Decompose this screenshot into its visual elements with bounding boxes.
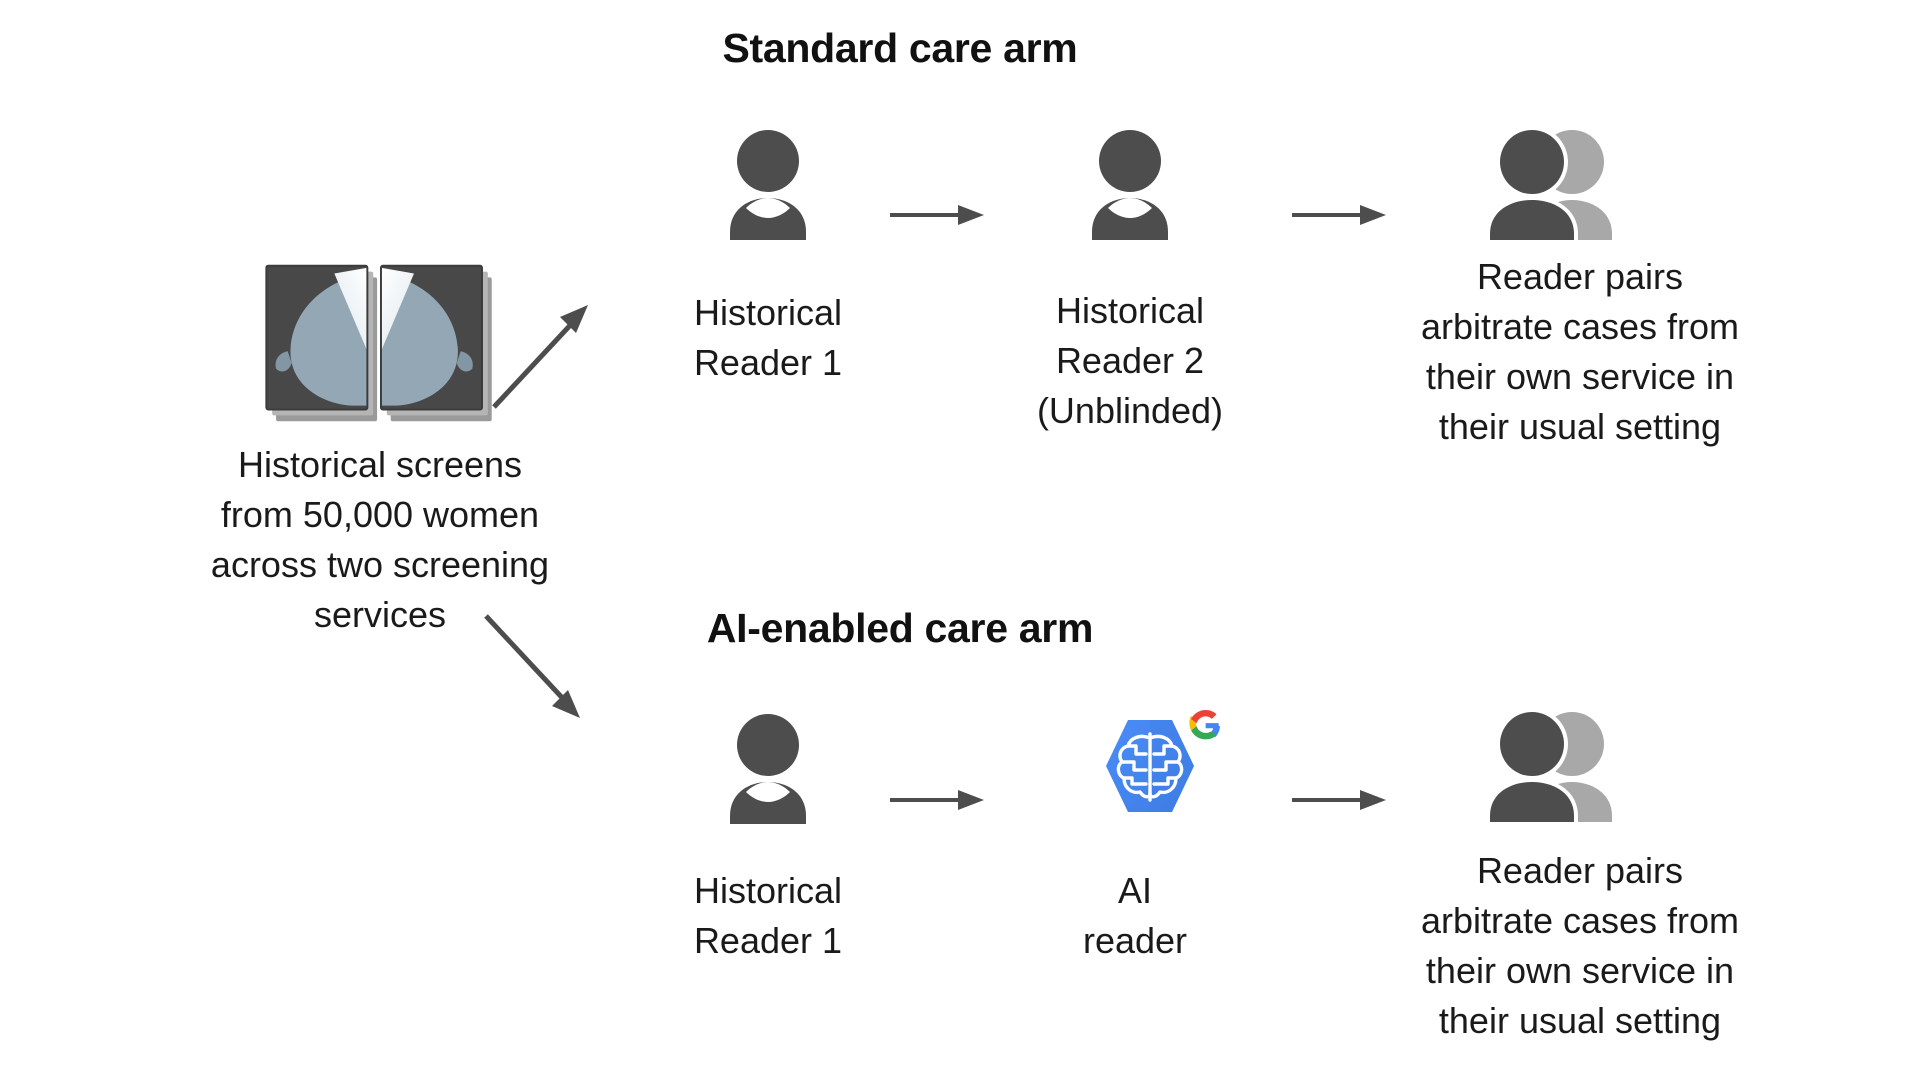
arrow-right-svg bbox=[890, 205, 984, 225]
ai-step-3-line-4: their usual setting bbox=[1438, 1000, 1722, 1041]
ai-step-2-google-ai-hexagon-icon bbox=[1068, 708, 1248, 828]
standard-step-2-person-icon bbox=[1078, 128, 1182, 240]
person-icon-svg bbox=[730, 714, 806, 824]
arrow-right-svg bbox=[1292, 205, 1386, 225]
standard-step-2-line-3: (Unblinded) bbox=[1036, 390, 1224, 431]
standard-step-1-label: Historical Reader 1 bbox=[578, 288, 958, 388]
arrow-down-right-svg bbox=[484, 614, 580, 718]
ai-step-3-two-people-icon bbox=[1480, 708, 1624, 827]
standard-arrow-2-icon bbox=[1290, 200, 1388, 230]
standard-step-1-line-2: Reader 1 bbox=[693, 342, 843, 383]
ai-step-2-line-2: reader bbox=[1082, 920, 1188, 961]
arrow-up-right-svg bbox=[492, 305, 588, 409]
ai-arm-title: AI-enabled care arm bbox=[706, 605, 1094, 651]
standard-step-3-two-people-icon bbox=[1480, 126, 1624, 245]
arrow-to-ai-arm-icon bbox=[480, 608, 590, 728]
standard-step-1-person-icon bbox=[716, 128, 820, 240]
ai-step-2-label: AI reader bbox=[945, 866, 1325, 966]
ai-step-3-line-3: their own service in bbox=[1425, 950, 1735, 991]
person-icon-svg bbox=[1092, 130, 1168, 240]
ai-step-3-line-2: arbitrate cases from bbox=[1420, 900, 1740, 941]
standard-step-3-line-2: arbitrate cases from bbox=[1420, 306, 1740, 347]
mammogram-stack-icon bbox=[255, 258, 505, 433]
standard-arm-title: Standard care arm bbox=[722, 25, 1078, 71]
ai-step-1-person-icon bbox=[716, 712, 820, 824]
source-caption-line-3: across two screening bbox=[210, 544, 550, 585]
person-icon-svg bbox=[730, 130, 806, 240]
mammogram-stack-svg bbox=[265, 264, 492, 422]
standard-step-3-label: Reader pairs arbitrate cases from their … bbox=[1330, 252, 1830, 452]
standard-step-3-line-1: Reader pairs bbox=[1476, 256, 1684, 297]
standard-step-2-line-1: Historical bbox=[1055, 290, 1205, 331]
source-caption-line-1: Historical screens bbox=[237, 444, 523, 485]
standard-step-2-line-2: Reader 2 bbox=[1055, 340, 1205, 381]
ai-step-3-line-1: Reader pairs bbox=[1476, 850, 1684, 891]
standard-step-3-line-4: their usual setting bbox=[1438, 406, 1722, 447]
ai-step-2-line-1: AI bbox=[1117, 870, 1152, 911]
ai-arrow-2-icon bbox=[1290, 785, 1388, 815]
ai-step-1-line-2: Reader 1 bbox=[693, 920, 843, 961]
standard-step-2-label: Historical Reader 2 (Unblinded) bbox=[940, 286, 1320, 436]
two-people-icon-svg bbox=[1486, 708, 1612, 822]
standard-arrow-1-icon bbox=[888, 200, 986, 230]
standard-step-3-line-3: their own service in bbox=[1425, 356, 1735, 397]
arrow-right-svg bbox=[1292, 790, 1386, 810]
source-caption-line-2: from 50,000 women bbox=[220, 494, 540, 535]
source-caption-line-4: services bbox=[313, 594, 447, 635]
source-caption: Historical screens from 50,000 women acr… bbox=[60, 440, 700, 640]
arrow-right-svg bbox=[890, 790, 984, 810]
two-people-icon-svg bbox=[1486, 126, 1612, 240]
ai-step-1-label: Historical Reader 1 bbox=[578, 866, 958, 966]
ai-hexagon-svg bbox=[1106, 710, 1220, 812]
ai-step-3-label: Reader pairs arbitrate cases from their … bbox=[1330, 846, 1830, 1046]
google-g-icon bbox=[1189, 710, 1220, 740]
arrow-to-standard-arm-icon bbox=[488, 295, 598, 415]
ai-arrow-1-icon bbox=[888, 785, 986, 815]
standard-step-1-line-1: Historical bbox=[693, 292, 843, 333]
ai-step-1-line-1: Historical bbox=[693, 870, 843, 911]
